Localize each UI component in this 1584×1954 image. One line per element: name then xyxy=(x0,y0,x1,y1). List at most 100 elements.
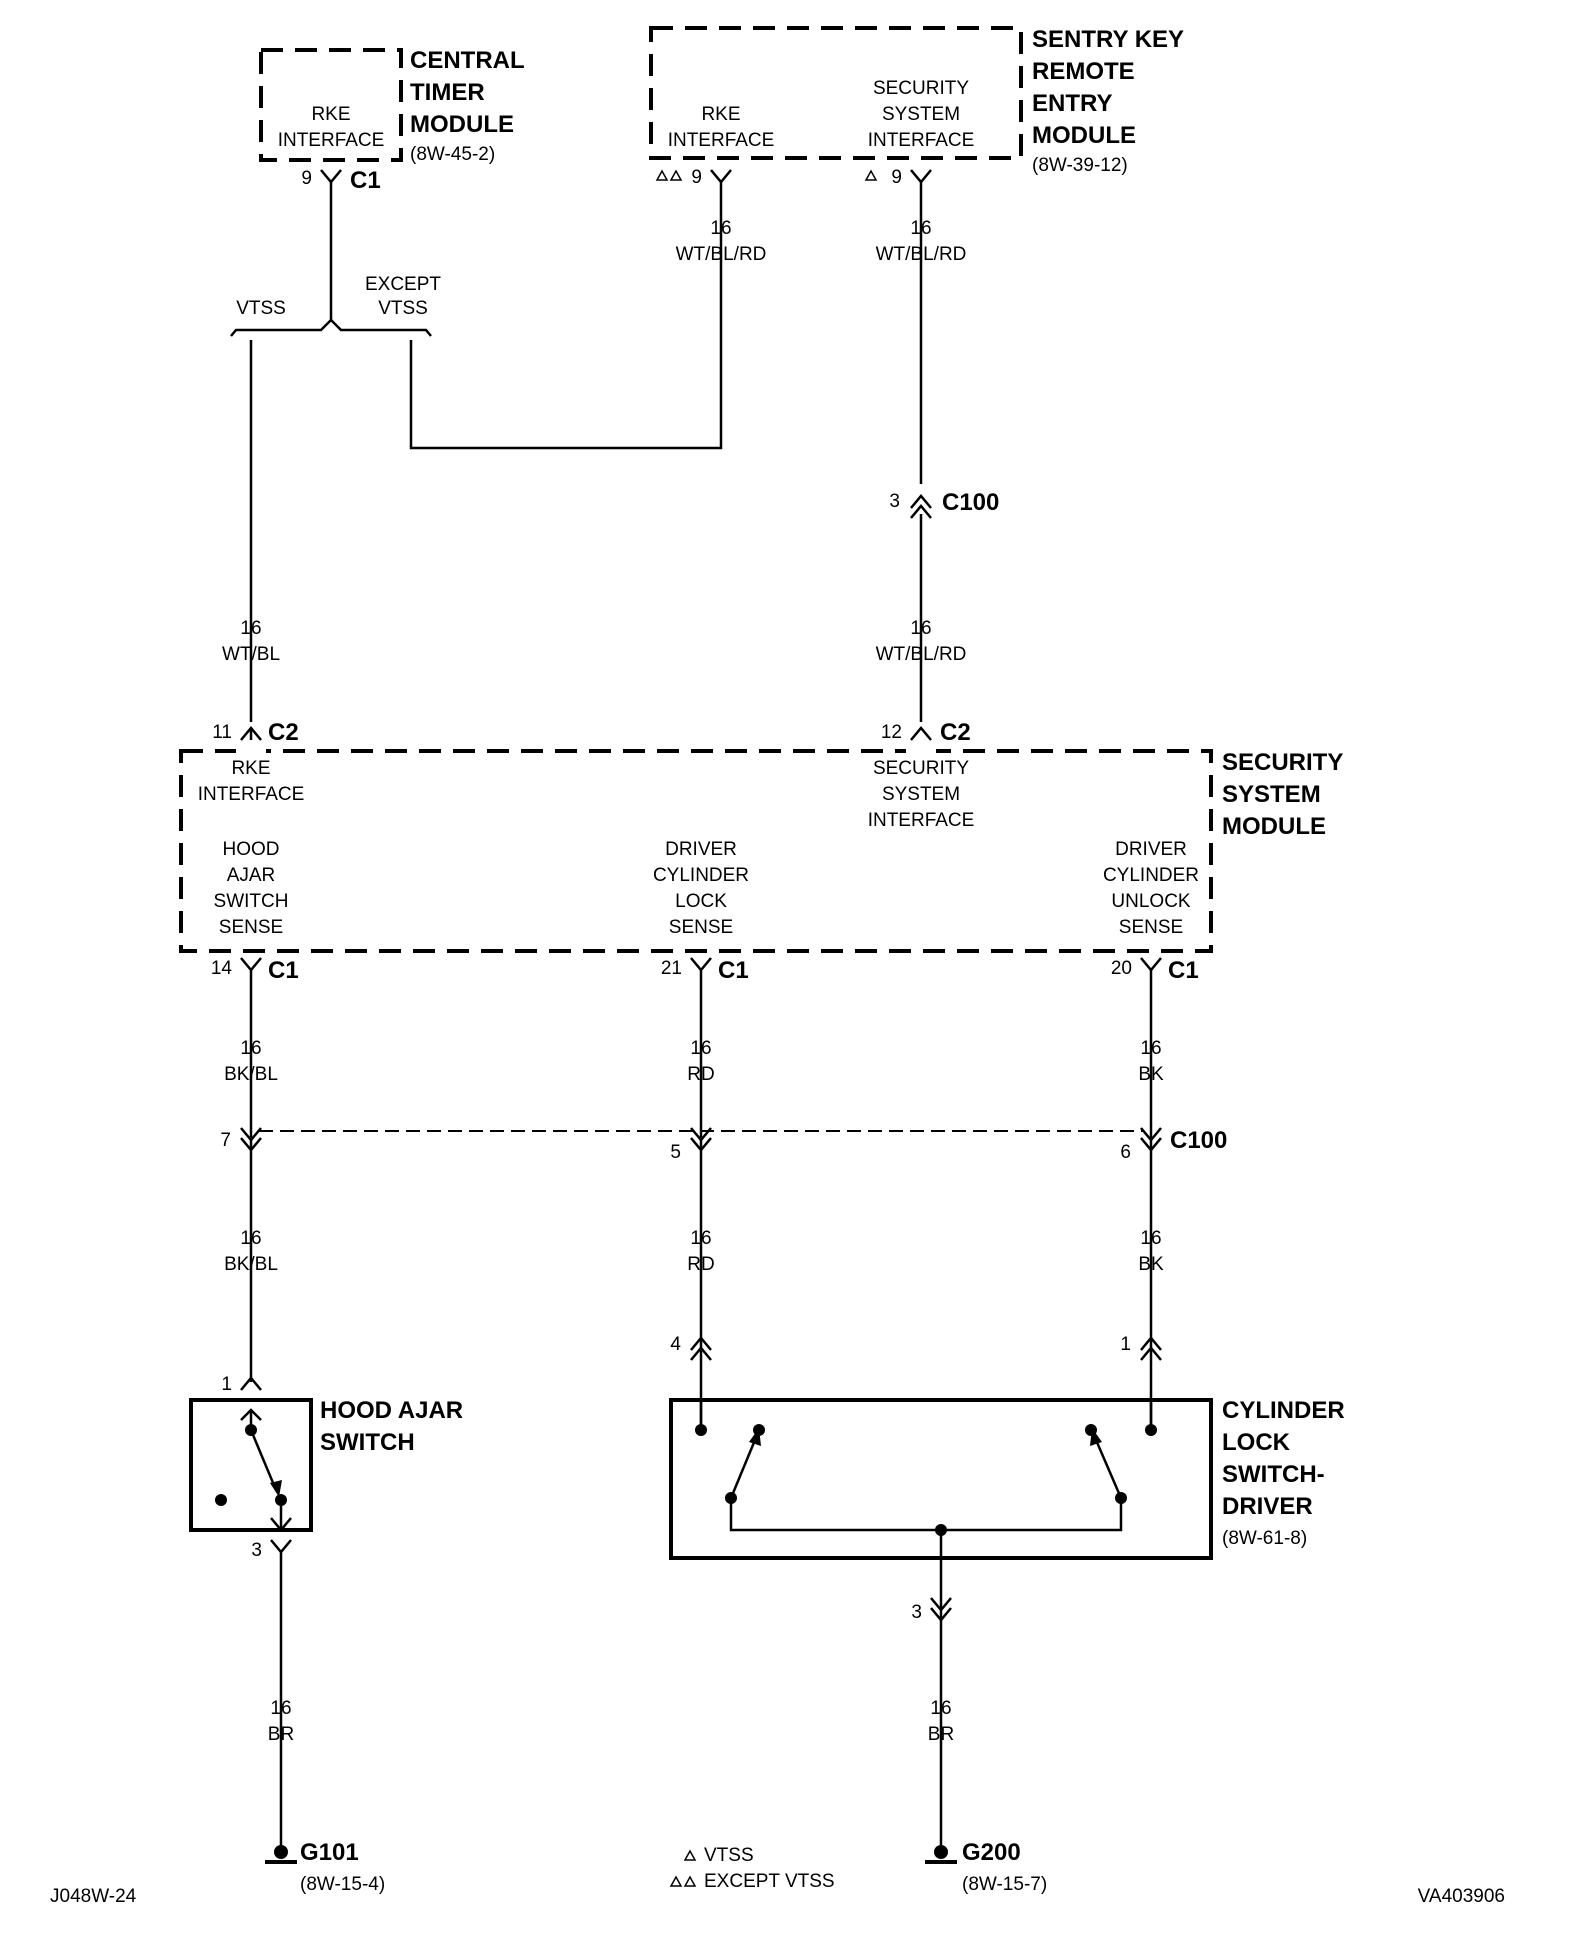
vtss-splice xyxy=(230,318,432,337)
skrem-title-1: SENTRY KEY xyxy=(1032,26,1184,53)
cyl-common-bus xyxy=(729,1498,1123,1532)
ssm-c2-left: C2 xyxy=(268,719,299,746)
c100-hood-pin: 7 xyxy=(220,1130,231,1151)
c100-sec-terminal xyxy=(910,494,932,519)
cyl-unlock-blade xyxy=(1094,1439,1123,1499)
c100-sec-label: C100 xyxy=(942,489,999,516)
sentry-key-remote-entry-module: SENTRY KEY REMOTE ENTRY MODULE (8W-39-12… xyxy=(649,26,1184,188)
hood-switch-blade-arrow xyxy=(270,1480,282,1497)
skrem-box xyxy=(649,26,1023,160)
hood-switch-top-pin: 1 xyxy=(221,1374,232,1395)
skrem-rke-terminal xyxy=(710,169,732,184)
hood-lower-color: BK/BL xyxy=(224,1254,278,1275)
unlock-upper-color: BK xyxy=(1138,1064,1164,1085)
cyl-ground-pin: 3 xyxy=(911,1602,922,1623)
skrem-title-2: REMOTE xyxy=(1032,58,1135,85)
cyl-lock-blade-arrow xyxy=(749,1428,761,1446)
g101-ref: (8W-15-4) xyxy=(300,1874,385,1895)
c100-gap xyxy=(908,484,934,514)
hood-switch-contact-open xyxy=(215,1494,227,1506)
ssm-hood-3: SWITCH xyxy=(214,891,289,912)
hood-switch-inner-arrow-down xyxy=(270,1517,292,1532)
cylinder-lock-switch-driver: 4 1 CYLINDER LOCK SWITCH- DRIVER (8W-61-… xyxy=(669,1334,1345,1846)
cyl-lock-blade xyxy=(729,1439,757,1499)
ground-g101: G101 (8W-15-4) xyxy=(265,1839,385,1895)
footer-left-code: J048W-24 xyxy=(50,1886,137,1907)
ssm-lock-3: LOCK xyxy=(675,891,727,912)
lower-wiring: 16 BK/BL 16 RD 16 BK 7 5 6 C100 16 BK/BL… xyxy=(220,970,1227,1432)
cyl-unlock-pin: 1 xyxy=(1120,1334,1131,1355)
ssm-lock-terminal xyxy=(690,957,712,972)
ssm-unlock-1: DRIVER xyxy=(1115,839,1187,860)
c100-unlock-terminal xyxy=(1140,1127,1162,1152)
ssm-c1-hood: C1 xyxy=(268,957,299,984)
sec-lower-color: WT/BL/RD xyxy=(876,644,967,665)
ssm-title-1: SECURITY xyxy=(1222,749,1343,776)
legend-vtss: VTSS xyxy=(704,1845,754,1866)
ssm-c1-unlock: C1 xyxy=(1168,957,1199,984)
ssm-unlock-3: UNLOCK xyxy=(1111,891,1191,912)
c100-sec-pin: 3 xyxy=(889,491,900,512)
ssm-c2-right: C2 xyxy=(940,719,971,746)
unlock-lower-gauge: 16 xyxy=(1140,1228,1161,1249)
ctm-title-3: MODULE xyxy=(410,111,514,138)
ssm-unlock-4: SENSE xyxy=(1119,917,1183,938)
ssm-lock-1: DRIVER xyxy=(665,839,737,860)
hood-switch-title-2: SWITCH xyxy=(320,1429,415,1456)
ssm-c1-lock: C1 xyxy=(718,957,749,984)
lock-lower-color: RD xyxy=(687,1254,714,1275)
cyl-title-3: SWITCH- xyxy=(1222,1461,1325,1488)
ssm-rke-2: INTERFACE xyxy=(198,784,305,805)
g101-name: G101 xyxy=(300,1839,359,1866)
legend-except-vtss: EXCEPT VTSS xyxy=(704,1871,835,1892)
hood-switch-bottom-terminal xyxy=(270,1539,292,1554)
central-timer-module: CENTRAL TIMER MODULE (8W-45-2) RKE INTER… xyxy=(259,47,525,194)
cyl-ground-gauge: 16 xyxy=(930,1698,951,1719)
cyl-ref: (8W-61-8) xyxy=(1222,1528,1307,1549)
lock-lower-gauge: 16 xyxy=(690,1228,711,1249)
ssm-unlock-pin: 20 xyxy=(1111,958,1132,979)
c100-lock-terminal xyxy=(690,1127,712,1152)
ssm-unlock-terminal xyxy=(1140,957,1162,972)
g200-ground-icon xyxy=(934,1845,948,1859)
cyl-ground-color: BR xyxy=(928,1724,954,1745)
footer-right-code: VA403906 xyxy=(1418,1886,1505,1907)
ctm-inner-1: RKE xyxy=(311,104,350,125)
skrem-rke-pin: 9 xyxy=(691,167,702,188)
legend: VTSS EXCEPT VTSS xyxy=(669,1845,835,1892)
skrem-title-4: MODULE xyxy=(1032,122,1136,149)
ssm-title-2: SYSTEM xyxy=(1222,781,1321,808)
cyl-lock-pin: 4 xyxy=(670,1334,681,1355)
legend-vtss-triangle-icon xyxy=(683,1849,697,1861)
c100-hood-terminal xyxy=(240,1127,262,1152)
ssm-lock-2: CYLINDER xyxy=(653,865,749,886)
ssm-box xyxy=(179,749,1213,953)
cyl-unlock-contact xyxy=(1145,1424,1157,1436)
ssm-sec-pin: 12 xyxy=(881,722,902,743)
hood-upper-gauge: 16 xyxy=(240,1038,261,1059)
security-system-module: SECURITY SYSTEM MODULE 11 C2 12 C2 RKE I… xyxy=(179,719,1343,984)
except-vtss-triangle-icon xyxy=(655,169,683,181)
ctm-inner-2: INTERFACE xyxy=(278,130,385,151)
ssm-sec-terminal xyxy=(910,726,932,741)
ssm-hood-4: SENSE xyxy=(219,917,283,938)
cyl-unlock-blade-arrow xyxy=(1090,1428,1102,1446)
ssm-hood-terminal xyxy=(240,957,262,972)
ctm-pin: 9 xyxy=(301,168,312,189)
ctm-title-2: TIMER xyxy=(410,79,485,106)
rke-wire-color: WT/BL xyxy=(222,644,280,665)
ssm-lock-4: SENSE xyxy=(669,917,733,938)
skrem-rke-2: INTERFACE xyxy=(668,130,775,151)
except-vtss-wire xyxy=(409,182,723,450)
skrem-rke-1: RKE xyxy=(701,104,740,125)
ssm-lock-pin: 21 xyxy=(661,958,682,979)
skrem-ref: (8W-39-12) xyxy=(1032,155,1128,176)
splice-vtss-label: VTSS xyxy=(236,298,286,319)
unlock-upper-gauge: 16 xyxy=(1140,1038,1161,1059)
skrem-title-3: ENTRY xyxy=(1032,90,1112,117)
cyl-title-4: DRIVER xyxy=(1222,1493,1313,1520)
legend-except-vtss-triangles-icon xyxy=(669,1875,697,1887)
ctm-title-1: CENTRAL xyxy=(410,47,525,74)
hood-switch-box xyxy=(189,1398,313,1532)
